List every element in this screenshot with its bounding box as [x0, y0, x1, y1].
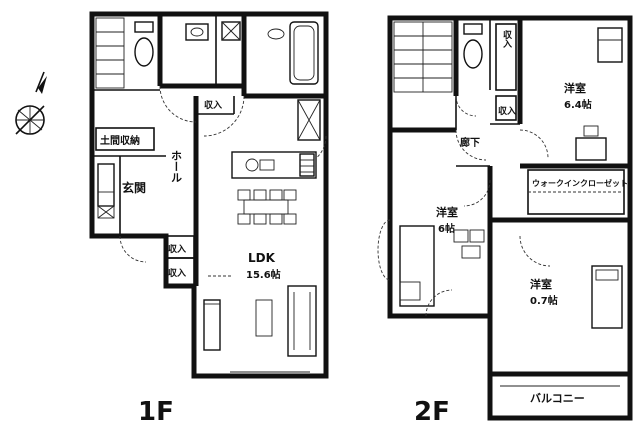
label-1f-ldk: LDK [248, 251, 276, 265]
label-1f-shoe-storage: 土間収納 [100, 134, 140, 147]
label-2f-storage-in: 収入 [498, 105, 516, 117]
label-1f-storage-in: 収入 [204, 99, 222, 111]
label-2f-western-b-size: 6帖 [438, 222, 455, 235]
label-1f-storage-in-2: 収入 [168, 243, 186, 255]
label-2f-walkin-closet: ウォークインクローゼット [532, 178, 628, 188]
label-2f-western-a: 洋室 [564, 81, 586, 95]
label-1f-storage-in-3: 収入 [168, 267, 186, 279]
compass-north-icon [15, 71, 47, 135]
floor-1-plan: 収入 土間収納 ホール 玄関 収入 収入 LDK 15.6帖 1F [89, 11, 329, 427]
floor-2-plan: 収入 収入 洋室 6.4帖 廊下 ウォークインクローゼット 洋室 6帖 洋室 0… [377, 15, 633, 427]
floor-1-label: 1F [138, 397, 174, 427]
label-2f-western-c-size: 0.7帖 [530, 294, 558, 307]
label-2f-western-c: 洋室 [530, 277, 552, 291]
label-1f-hall: ホール [170, 150, 183, 183]
label-2f-storage-vertical: 収入 [501, 29, 513, 49]
label-2f-western-b: 洋室 [436, 205, 458, 219]
label-2f-hallway: 廊下 [460, 136, 480, 149]
label-2f-western-a-size: 6.4帖 [564, 98, 592, 111]
label-1f-entrance: 玄関 [122, 180, 146, 195]
floor-2-label: 2F [414, 397, 450, 427]
label-2f-balcony: バルコニー [530, 392, 585, 405]
label-1f-ldk-size: 15.6帖 [246, 268, 281, 281]
